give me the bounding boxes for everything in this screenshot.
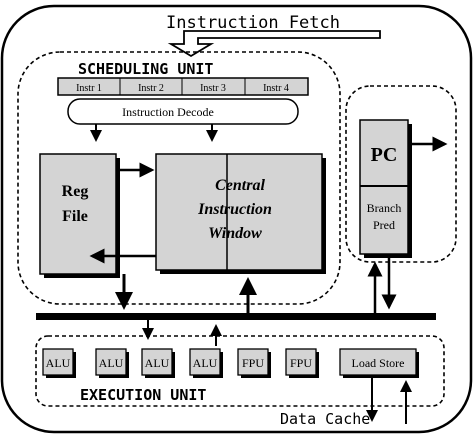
alu-3-label: ALU: [145, 356, 170, 370]
instruction-decode-label: Instruction Decode: [122, 105, 214, 119]
alu-1-label: ALU: [46, 356, 71, 370]
ciw-label-line2: Instruction: [197, 201, 272, 218]
alu-4-label: ALU: [193, 356, 218, 370]
load-store-label: Load Store: [352, 356, 405, 370]
ciw-label-line3: Window: [208, 225, 262, 242]
fetch-arrow: [167, 30, 381, 58]
instr-slot-2: Instr 2: [138, 83, 164, 94]
scheduling-unit-region: [17, 51, 341, 305]
instruction-fetch-label: Instruction Fetch: [166, 13, 340, 33]
pc-label: PC: [371, 144, 398, 166]
functional-units: ALU ALU ALU ALU FPU FPU Load Store: [42, 348, 419, 378]
branch-unit-region: [345, 85, 457, 263]
fpu-2-label: FPU: [290, 356, 312, 370]
branch-pred-label-line1: Branch: [367, 201, 402, 215]
instr-slot-4: Instr 4: [263, 83, 289, 94]
central-instruction-window: [155, 153, 323, 271]
reg-file-box: [39, 153, 117, 275]
scheduling-unit-label: SCHEDULING UNIT: [78, 60, 213, 78]
fpu-1-label: FPU: [242, 356, 264, 370]
alu-2-label: ALU: [99, 356, 124, 370]
reg-file-label-line1: Reg: [62, 183, 89, 200]
instruction-queue: Instr 1 Instr 2 Instr 3 Instr 4: [57, 77, 309, 96]
ciw-label-line1: Central: [215, 177, 265, 194]
reg-file-label-line2: File: [62, 208, 88, 225]
instr-slot-1: Instr 1: [76, 83, 102, 94]
execution-unit-label: EXECUTION UNIT: [80, 386, 206, 404]
data-cache-label: Data Cache: [280, 410, 370, 428]
instr-slot-3: Instr 3: [200, 83, 226, 94]
result-bus: [36, 313, 436, 320]
branch-pred-label-line2: Pred: [373, 218, 395, 232]
execution-unit-region: [35, 335, 445, 407]
instruction-decode-box: [67, 98, 299, 125]
